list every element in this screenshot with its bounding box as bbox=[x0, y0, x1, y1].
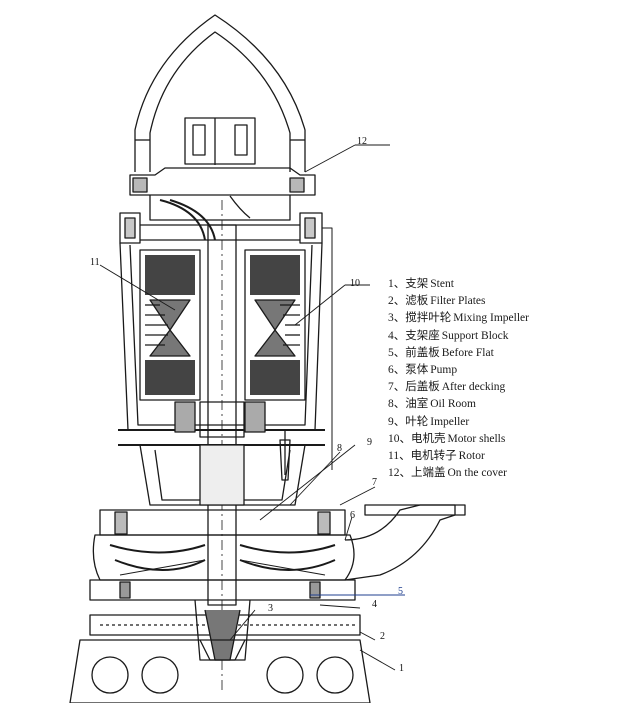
callout-8: 8 bbox=[337, 443, 342, 454]
legend-en: Pump bbox=[430, 363, 458, 376]
callout-4: 4 bbox=[372, 599, 377, 610]
legend-num: 5 bbox=[388, 346, 394, 359]
legend-en: Support Block bbox=[441, 329, 509, 342]
legend-num: 12 bbox=[388, 467, 400, 480]
stent-base bbox=[69, 639, 371, 703]
legend-num: 11 bbox=[388, 449, 400, 462]
stator-left bbox=[139, 249, 201, 401]
callout-6: 6 bbox=[350, 510, 355, 521]
legend-num: 8 bbox=[388, 398, 394, 411]
motor-housing bbox=[118, 242, 325, 446]
legend-cn: 后盖板 bbox=[405, 381, 440, 394]
legend-en: Mixing Impeller bbox=[453, 312, 529, 325]
stator-right bbox=[244, 249, 306, 401]
legend-cn: 泵体 bbox=[405, 363, 429, 376]
legend-cn: 前盖板 bbox=[405, 346, 440, 359]
legend-cn: 搅拌叶轮 bbox=[405, 312, 452, 325]
callout-9: 9 bbox=[367, 437, 372, 448]
legend-num: 4 bbox=[388, 329, 394, 342]
legend-cn: 油室 bbox=[405, 398, 429, 411]
legend-cn: 支架座 bbox=[405, 329, 440, 342]
callout-3: 3 bbox=[268, 603, 273, 614]
pump-body bbox=[89, 504, 466, 601]
lifting-handle bbox=[134, 14, 306, 172]
legend-num: 10 bbox=[388, 432, 400, 445]
callout-1: 1 bbox=[399, 663, 404, 674]
legend-num: 6 bbox=[388, 363, 394, 376]
legend-en: Filter Plates bbox=[430, 295, 486, 308]
legend-num: 3 bbox=[388, 312, 394, 325]
filter-plate bbox=[89, 599, 361, 661]
leader-lines bbox=[99, 144, 405, 671]
callout-5: 5 bbox=[398, 586, 403, 597]
legend-num: 7 bbox=[388, 381, 394, 394]
legend-en: On the cover bbox=[447, 467, 507, 480]
legend-cn: 电机转子 bbox=[410, 449, 457, 462]
legend-en: Before Flat bbox=[441, 346, 494, 359]
callout-10: 10 bbox=[350, 278, 360, 289]
legend-cn: 上端盖 bbox=[411, 467, 446, 480]
legend-num: 1 bbox=[388, 278, 394, 290]
legend-en: Impeller bbox=[430, 415, 470, 428]
callout-7: 7 bbox=[372, 477, 377, 488]
top-cover bbox=[119, 117, 333, 470]
legend-cn: 电机壳 bbox=[411, 432, 446, 445]
legend-cn: 支架 bbox=[405, 278, 429, 290]
legend-cn: 滤板 bbox=[405, 295, 429, 308]
legend-en: Motor shells bbox=[447, 432, 506, 445]
legend-en: Stent bbox=[430, 278, 454, 290]
legend-cn: 叶轮 bbox=[405, 415, 429, 428]
legend-en: Oil Room bbox=[430, 398, 476, 411]
legend-num: 9 bbox=[388, 415, 394, 428]
legend-num: 2 bbox=[388, 295, 394, 308]
callout-2: 2 bbox=[380, 631, 385, 642]
callout-12: 12 bbox=[357, 136, 367, 147]
legend-en: After decking bbox=[441, 381, 506, 394]
legend-en: Rotor bbox=[458, 449, 485, 462]
callout-11: 11 bbox=[90, 257, 100, 268]
oil-room bbox=[139, 444, 306, 506]
